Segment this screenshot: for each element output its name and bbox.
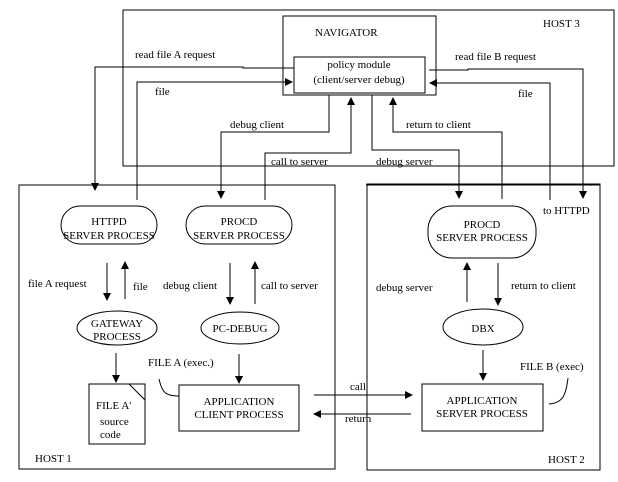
file-b-exec-label: FILE B (exec) [520, 361, 584, 373]
gateway-process-node [76, 310, 158, 346]
host1-box [18, 184, 336, 470]
pc-debug-label: PC-DEBUG [212, 323, 267, 335]
dbx-label: DBX [471, 323, 494, 335]
call-to-server-mid-label: call to server [261, 280, 318, 292]
file-left-label: file [155, 86, 170, 98]
call-to-server-line [264, 97, 355, 200]
read-file-a-request-line [91, 66, 294, 191]
debug-server-mid-label: debug server [376, 282, 433, 294]
call-to-server-top-label: call to server [271, 156, 328, 168]
host2-box [366, 183, 601, 471]
procd1-label-2: SERVER PROCESS [193, 230, 285, 242]
dbx-node [442, 308, 524, 346]
procd1-label-1: PROCD [221, 216, 258, 228]
app-server-label-2: SERVER PROCESS [436, 408, 528, 420]
debug-server-line [371, 95, 463, 199]
debug-client-line [217, 95, 330, 199]
file-a-request-label: file A request [28, 278, 87, 290]
gateway-label-1: GATEWAY [91, 318, 143, 330]
code-label: code [100, 429, 121, 441]
read-file-b-request-label: read file B request [455, 51, 536, 63]
httpd-label-1: HTTPD [91, 216, 127, 228]
policy-module-box [293, 56, 426, 94]
host2-label: HOST 2 [548, 454, 585, 466]
source-label: source [100, 416, 129, 428]
file-a-prime-doc [88, 383, 146, 445]
procd2-label-1: PROCD [464, 219, 501, 231]
file-to-policy-line [136, 78, 293, 200]
return-to-client-line [389, 97, 503, 199]
application-server-process-node [421, 383, 544, 432]
gateway-label-2: PROCESS [93, 331, 141, 343]
file-a-prime-label: FILE A' [96, 400, 131, 412]
file-mid-label: file [133, 281, 148, 293]
httpd-server-process-node [60, 205, 158, 245]
return-to-client-top-label: return to client [406, 119, 471, 131]
host3-label: HOST 3 [543, 18, 580, 30]
debug-client-mid-label: debug client [163, 280, 217, 292]
debug-server-top-label: debug server [376, 156, 433, 168]
procd-server-process-host1-node [185, 205, 293, 245]
application-client-process-node [178, 384, 300, 432]
app-client-label-2: CLIENT PROCESS [194, 409, 283, 421]
app-client-label-1: APPLICATION [204, 396, 275, 408]
procd2-label-2: SERVER PROCESS [436, 232, 528, 244]
app-server-label-1: APPLICATION [447, 395, 518, 407]
file-right-label: file [518, 88, 533, 100]
navigator-title: NAVIGATOR [315, 27, 378, 39]
return-to-client-mid-label: return to client [511, 280, 576, 292]
call-label: call [350, 381, 366, 393]
to-httpd-label: to HTTPD [543, 205, 590, 217]
read-file-b-request-line [429, 68, 587, 199]
read-file-a-request-label: read file A request [135, 49, 215, 61]
procd-server-process-host2-node [427, 205, 537, 259]
file-b-exec-connector [548, 377, 569, 405]
file-a-exec-label: FILE A (exec.) [148, 357, 214, 369]
policy-module-sublabel: (client/server debug) [313, 74, 405, 86]
host1-label: HOST 1 [35, 453, 72, 465]
file-b-to-policy-line [429, 79, 551, 200]
policy-module-label: policy module [327, 59, 390, 71]
debug-client-top-label: debug client [230, 119, 284, 131]
pc-debug-node [200, 311, 280, 345]
return-label: return [345, 413, 372, 425]
file-a-exec-connector [158, 378, 180, 397]
httpd-label-2: SERVER PROCESS [63, 230, 155, 242]
